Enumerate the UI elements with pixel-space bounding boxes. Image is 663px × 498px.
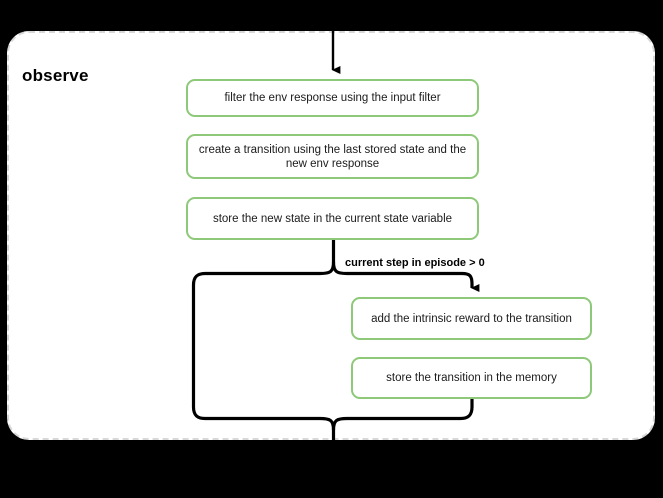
edge-label-current-step-condition: current step in episode > 0 [345,257,485,269]
node-store-transition-in-memory[interactable]: store the transition in the memory [351,357,592,399]
node-filter-env-response[interactable]: filter the env response using the input … [186,79,479,117]
page-title: observe [22,66,89,85]
node-add-intrinsic-reward[interactable]: add the intrinsic reward to the transiti… [351,297,592,340]
node-create-transition[interactable]: create a transition using the last store… [186,134,479,179]
node-store-new-state[interactable]: store the new state in the current state… [186,197,479,240]
